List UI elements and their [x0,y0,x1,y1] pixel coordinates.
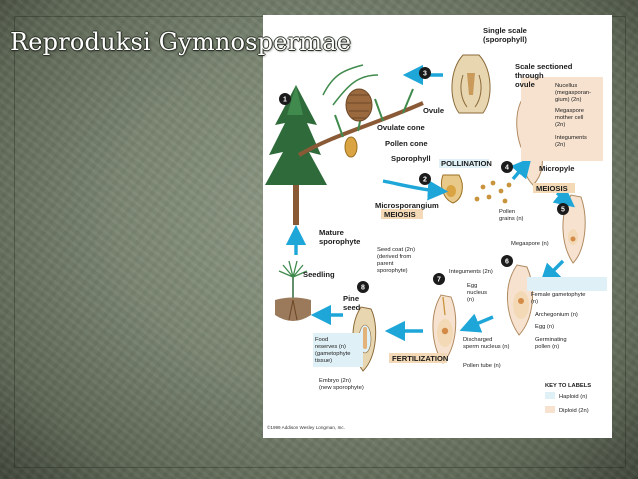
label-microsporangium: Microsporangium [375,201,439,210]
key-title: KEY TO LABELS [545,383,591,389]
label-ovule: Ovule [423,106,444,115]
step-number: 3 [423,71,427,78]
label-scale-sectioned: Scale sectioned [515,62,573,71]
label-food-reserves2: reserves (n) [315,344,346,350]
pollen-cone-illustration [344,136,358,158]
key-haploid-swatch [545,392,555,399]
food-reserves-box [313,333,363,367]
step-number: 8 [361,285,365,292]
key-diploid: Diploid (2n) [559,408,589,414]
label-new-sporophyte: (new sporophyte) [319,385,364,391]
label-parent-sporophyte: sporophyte) [377,268,408,274]
ovulate-cone-illustration [345,88,373,122]
microsporangium-illustration [440,174,463,204]
label-sporophyll: Sporophyll [391,154,431,163]
key-haploid: Haploid (n) [559,394,587,400]
pollen-grains-illustration [474,180,512,204]
label-pine: Pine [343,294,359,303]
megaspore-ovule-illustration [562,194,586,264]
label-mother-cell: mother cell [555,115,583,121]
label-germinating2: pollen (n) [535,344,559,350]
fertilization-box [389,353,447,363]
single-scale-illustration [451,54,491,114]
label-micropyle: Micropyle [539,164,574,173]
label-egg: Egg (n) [535,324,554,330]
copyright-notice: ©1999 Addison Wesley Longman, Inc. [267,424,345,430]
label-germinating: Germinating [535,337,567,343]
seedling-illustration [275,260,311,321]
label-ovule-top: ovule [515,80,535,89]
label-megasporangium: (megasporan- [555,90,591,96]
label-mature: Mature [319,228,344,237]
label-meiosis-left: MEIOSIS [384,210,416,219]
label-sporophyte: sporophyte [319,237,360,246]
label-ovulate-cone: Ovulate cone [377,123,425,132]
label-food-reserves4: tissue) [315,358,332,364]
label-derived-from: (derived from [377,254,411,260]
female-gametophyte-illustration [506,264,533,336]
label-integuments-mid: Integuments (2n) [449,269,493,275]
label-megasporangium2: gium) (2n) [555,97,581,103]
label-food-reserves: Food [315,337,328,343]
step-number: 1 [283,97,287,104]
nucellus-label-box [521,77,603,161]
label-egg-nucleus3: (n) [467,297,474,303]
key-diploid-swatch [545,406,555,413]
label-mother-ploidy: (2n) [555,122,565,128]
label-egg-nucleus2: nucleus [467,290,487,296]
step-number: 5 [561,207,565,214]
label-pollen-cone: Pollen cone [385,139,428,148]
label-integuments-top: Integuments [555,135,587,141]
label-meiosis-right: MEIOSIS [536,184,568,193]
label-integuments-top-ploidy: (2n) [555,142,565,148]
label-nucellus: Nucellus [555,83,577,89]
meiosis-left-box [381,209,423,219]
pollination-label-box [439,159,489,168]
label-embryo: Embryo (2n) [319,378,351,384]
gymnosperm-life-cycle-figure: 1 2 3 4 5 6 7 8 [263,15,612,438]
step-number: 6 [505,259,509,266]
label-megaspore: Megaspore (n) [511,241,549,247]
label-fertilization: FERTILIZATION [392,354,448,363]
label-archegonium: Archegonium (n) [535,312,578,318]
slide-title: Reproduksi Gymnospermae [10,28,352,56]
label-pollen-tube: Pollen tube (n) [463,363,501,369]
step-number: 2 [423,177,427,184]
label-seed: seed [343,303,361,312]
step-circles: 1 2 3 4 5 6 7 8 [279,67,569,293]
label-sperm-nucleus: sperm nucleus (n) [463,344,509,350]
label-pollen-grains2: grains (n) [499,216,524,222]
life-cycle-diagram: 1 2 3 4 5 6 7 8 [265,26,607,430]
label-female-gametophyte2: (n) [531,299,538,305]
label-discharged: Discharged [463,337,492,343]
label-parent: parent [377,261,394,267]
female-gametophyte-box [527,277,607,291]
label-food-reserves3: (gametophyte [315,351,350,357]
label-single-scale: Single scale [483,26,527,35]
cycle-arrows [285,64,575,342]
step-number: 7 [437,277,441,284]
label-seedling: Seedling [303,270,335,279]
label-through: through [515,71,544,80]
label-egg-nucleus: Egg [467,283,477,289]
fertilization-ovule-illustration [432,294,457,364]
pine-tree-illustration [265,64,424,225]
label-pollen-grains: Pollen [499,209,515,215]
label-seed-coat: Seed coat (2n) [377,247,415,253]
label-female-gametophyte: Female gametophyte [531,292,585,298]
meiosis-right-box [533,183,575,193]
label-sporophyll-paren: (sporophyll) [483,35,527,44]
label-pollination: POLLINATION [441,159,492,168]
key-to-labels: KEY TO LABELS Haploid (n) Diploid (2n) [545,383,591,414]
step-number: 4 [505,165,509,172]
label-megaspore-mother: Megaspore [555,108,584,114]
